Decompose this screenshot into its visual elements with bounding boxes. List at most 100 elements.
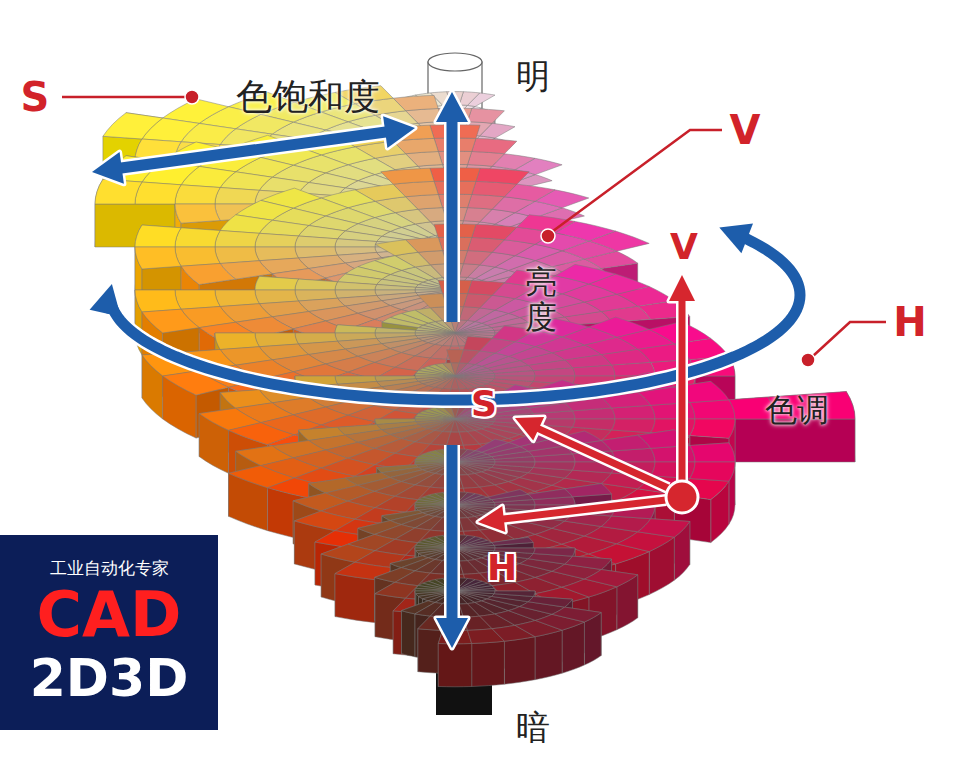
- color-cell: [651, 462, 695, 479]
- v-vector-arrow-head-outline: [669, 275, 695, 301]
- v-vector-arrow-head: [669, 275, 695, 301]
- color-cell: [455, 505, 495, 508]
- color-cell: [375, 240, 418, 256]
- tier-side: [402, 611, 416, 657]
- white-cylinder-top: [428, 53, 482, 71]
- watermark-logo: CAD: [37, 582, 182, 647]
- color-cell: [415, 330, 455, 333]
- color-cell: [135, 247, 181, 269]
- color-cell: [463, 208, 492, 222]
- color-cell: [295, 236, 338, 247]
- color-cell: [416, 371, 455, 376]
- axis-end-label: 暗: [516, 710, 550, 744]
- value-down-arrow: [447, 445, 458, 624]
- tier-side: [438, 644, 471, 687]
- vector-letter: S: [471, 386, 497, 422]
- value-up-arrow-head: [436, 92, 468, 122]
- color-cell: [552, 607, 601, 622]
- color-cell: [463, 337, 492, 351]
- watermark-logo: 2D3D: [30, 651, 189, 706]
- origin-dot: [666, 481, 698, 513]
- h-vector-arrow-head-outline: [478, 506, 505, 532]
- color-cell: [418, 294, 447, 308]
- hue-arc-arrow-head: [90, 284, 121, 317]
- color-cell: [135, 290, 181, 312]
- callout-letter: H: [893, 302, 926, 342]
- saturation-arrow-head: [383, 116, 415, 148]
- s-vector-arrow: [534, 427, 668, 488]
- vector-arrows: [478, 275, 698, 532]
- leader-line: [813, 322, 886, 356]
- color-cell: [494, 591, 535, 597]
- color-cell: [455, 333, 495, 336]
- color-cell: [463, 294, 492, 308]
- color-cell: [175, 204, 220, 223]
- vector-letter: V: [670, 229, 698, 265]
- color-cell: [492, 537, 534, 545]
- color-cell: [533, 548, 575, 556]
- s-vector-arrow-head: [515, 417, 544, 441]
- color-cell: [135, 225, 181, 247]
- color-cell: [255, 276, 299, 290]
- saturation-arrow-head: [92, 152, 124, 184]
- value-down-arrow-outline: [444, 445, 460, 624]
- color-cell: [476, 168, 529, 184]
- s-vector-arrow-outline: [534, 427, 668, 488]
- color-cell: [103, 113, 163, 139]
- color-cell: [690, 419, 735, 438]
- color-cell: [455, 591, 494, 596]
- color-cell: [487, 490, 528, 500]
- color-cell: [416, 328, 455, 333]
- color-cell: [175, 247, 220, 266]
- color-cell: [335, 239, 377, 247]
- vector-letter: H: [487, 550, 517, 586]
- color-cell: [612, 419, 656, 433]
- color-cell: [375, 285, 416, 291]
- color-cell: [335, 282, 377, 290]
- color-cell: [533, 462, 575, 470]
- color-cell: [455, 462, 495, 465]
- hue-arc-arrow-head: [719, 224, 753, 254]
- color-cell: [335, 325, 377, 333]
- color-cell: [494, 376, 535, 382]
- callout-letter: V: [730, 110, 761, 150]
- color-cell: [475, 439, 509, 452]
- tier-side: [335, 574, 381, 624]
- value-up-arrow: [447, 116, 458, 322]
- leader-line: [553, 130, 722, 231]
- color-cell: [555, 264, 616, 284]
- v-vector-arrow: [679, 296, 686, 485]
- color-cell: [215, 188, 259, 205]
- color-cell: [494, 462, 535, 468]
- hue-arc-arrow-head-outline: [90, 284, 121, 317]
- leader-line: [62, 96, 186, 99]
- saturation-arrow-outline: [116, 131, 391, 169]
- color-cell: [135, 182, 181, 204]
- watermark-tagline: 工业自动化专家: [50, 560, 169, 578]
- h-vector-arrow-outline: [499, 500, 666, 520]
- color-cell: [220, 215, 272, 234]
- color-cell: [468, 152, 505, 167]
- callout-letter: S: [21, 77, 50, 117]
- color-cell: [415, 373, 455, 376]
- color-cell: [472, 138, 517, 153]
- watermark-box: 工业自动化专家 CAD2D3D: [0, 535, 218, 730]
- color-cell: [415, 416, 455, 419]
- leader-dot: [801, 353, 815, 367]
- color-cell: [528, 597, 572, 608]
- color-cell: [175, 185, 220, 204]
- color-cell: [468, 195, 505, 210]
- color-cell: [638, 519, 690, 538]
- color-cell: [690, 443, 735, 462]
- color-cell: [381, 168, 434, 184]
- color-cell: [455, 376, 494, 381]
- color-cell: [565, 484, 612, 497]
- color-cell: [472, 224, 517, 239]
- saturation-arrow-head-outline: [383, 116, 415, 148]
- color-cell: [455, 462, 494, 467]
- leader-dot: [541, 229, 555, 243]
- axis-end-label: 明: [516, 59, 550, 93]
- color-cell: [468, 109, 505, 124]
- color-cell: [382, 318, 423, 328]
